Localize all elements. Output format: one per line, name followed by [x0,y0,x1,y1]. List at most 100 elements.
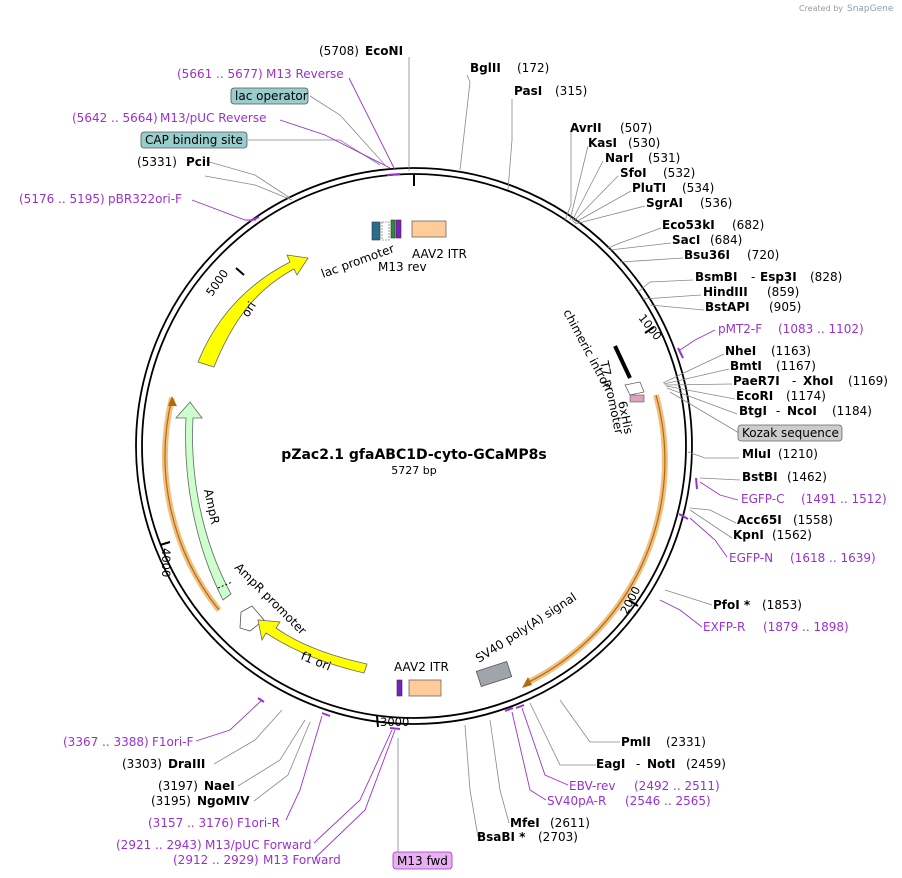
mark-sv40pa-r [504,707,514,712]
nhei-name: NheI [725,344,756,358]
leader-draiii [213,709,283,765]
pluti-pos: (534) [682,181,714,195]
leader-mlui [687,451,739,459]
nhei-pos: (1163) [771,344,811,358]
tick-label-5000: 5000 [203,267,231,299]
leader-eagi [529,702,596,766]
m13-forward-range: (2912 .. 2929) [173,853,259,867]
orf-arc [526,394,666,684]
pfoi-pos: (1853) [762,598,802,612]
mlui-pos: (1210) [778,447,818,461]
bsmbi-name: BsmBI [695,270,737,284]
cap-site-block [390,219,396,239]
orf-arrowhead-left [168,396,177,406]
m13-primer-block [396,679,403,697]
nari-name: NarI [605,151,634,165]
naei-pos: (3197) [158,779,198,793]
m13puc-forward-name: M13/pUC Forward [205,838,312,852]
f1ori-r-name: F1ori-R [237,816,280,830]
mfei-name: MfeI [510,816,540,830]
leader-f1ori-f [195,699,263,742]
tick-marks [159,175,655,728]
m13-reverse-name: M13 Reverse [266,67,344,81]
pluti-name: PluTI [632,181,666,195]
leader-sv40pa-r [511,711,547,801]
site-leaders [204,57,741,852]
lac-promoter-block [381,221,390,241]
xhoi-name: XhoI [803,374,834,388]
avrii-name: AvrII [570,121,602,135]
aav2-itr-top-label: AAV2 ITR [412,247,467,261]
ampr-label: AmpR [201,488,222,526]
pmli-name: PmlI [621,735,651,749]
leader-saci [609,242,672,251]
leader-kozak [669,391,740,434]
leader-hindiii [642,294,702,300]
tick-1000 [644,326,655,334]
m13puc-reverse-range: (5642 .. 5664) [72,111,158,125]
lac-operator-block [371,221,381,241]
orf-arc-left [164,397,220,611]
egfpc-name: EGFP-C [741,492,784,506]
exfpr-range: (1879 .. 1898) [763,620,849,634]
sfoi-name: SfoI [620,166,647,180]
avrii-pos: (507) [620,121,652,135]
ebv-rev-name: EBV-rev [569,779,615,793]
hindiii-pos: (859) [767,285,799,299]
leader-nari [571,160,604,222]
leader-pcii [204,175,293,201]
ampr-promoter-feature [239,605,265,632]
sv40-polya-label: SV40 poly(A) signal [473,590,579,666]
leader-eco53ki [607,227,662,249]
f1ori-f-name: F1ori-F [152,735,193,749]
pbr322ori-range: (5176 .. 5195) [19,192,105,206]
leader-naei [237,719,306,787]
cap-site-box [140,131,248,149]
aav2-itr-bottom-label: AAV2 ITR [394,660,449,674]
mark-egfpn [678,513,689,520]
bmti-name: BmtI [730,359,762,373]
pbr322ori-name: pBR322ori-F [108,192,182,206]
ngomiv-name: NgoMIV [197,794,250,808]
leader-pluti [573,190,632,224]
exfpr-name: EXFP-R [703,620,745,634]
paer7i-dash: - [792,374,796,388]
eagi-dash: - [636,757,640,771]
bglii-pos: (172) [517,61,549,75]
leader-bmti [663,368,730,385]
tick-label-3000: 3000 [380,715,409,729]
ncoi-name: NcoI [787,404,817,418]
btgi-pos: (1184) [832,404,872,418]
eagi-pos: (2459) [686,757,726,771]
primer-leaders [191,77,739,859]
pfoi-name: PfoI * [713,598,751,612]
mark-f1ori-f [257,697,265,703]
leader-acc65i [689,507,737,524]
mark-egfpc [695,477,698,490]
pasi-pos: (315) [555,84,587,98]
leader-pasi [507,99,513,191]
his6-feature [629,394,645,403]
mark-f1ori-r [321,712,331,717]
m13-rev-label: M13 rev [378,260,427,274]
tick-2000 [628,599,639,607]
leader-lac-operator [309,95,386,166]
leader-m13-reverse [348,77,396,171]
nspi-name: PciI [186,155,211,169]
ecori-name: EcoRI [736,389,773,403]
kozak-label: Kozak sequence [742,426,839,440]
plasmid-name: pZac2.1 gfaABC1D-cyto-GCaMP8s [281,447,546,463]
mark-ebv-rev [515,704,525,709]
paer7i-name: PaeR7I [733,374,780,388]
leader-kasi [569,145,589,221]
sgrai-name: SgrAI [646,196,683,210]
m13-fwd-box [392,851,453,870]
bsmbi-dash: - [751,270,755,284]
leader-m13-forward [314,729,396,859]
mark-pmt2f [677,347,684,359]
leader-ecori [665,385,736,400]
tick-5000 [235,267,245,276]
bmti-pos: (1167) [776,359,816,373]
egfpc-range: (1491 .. 1512) [801,492,887,506]
